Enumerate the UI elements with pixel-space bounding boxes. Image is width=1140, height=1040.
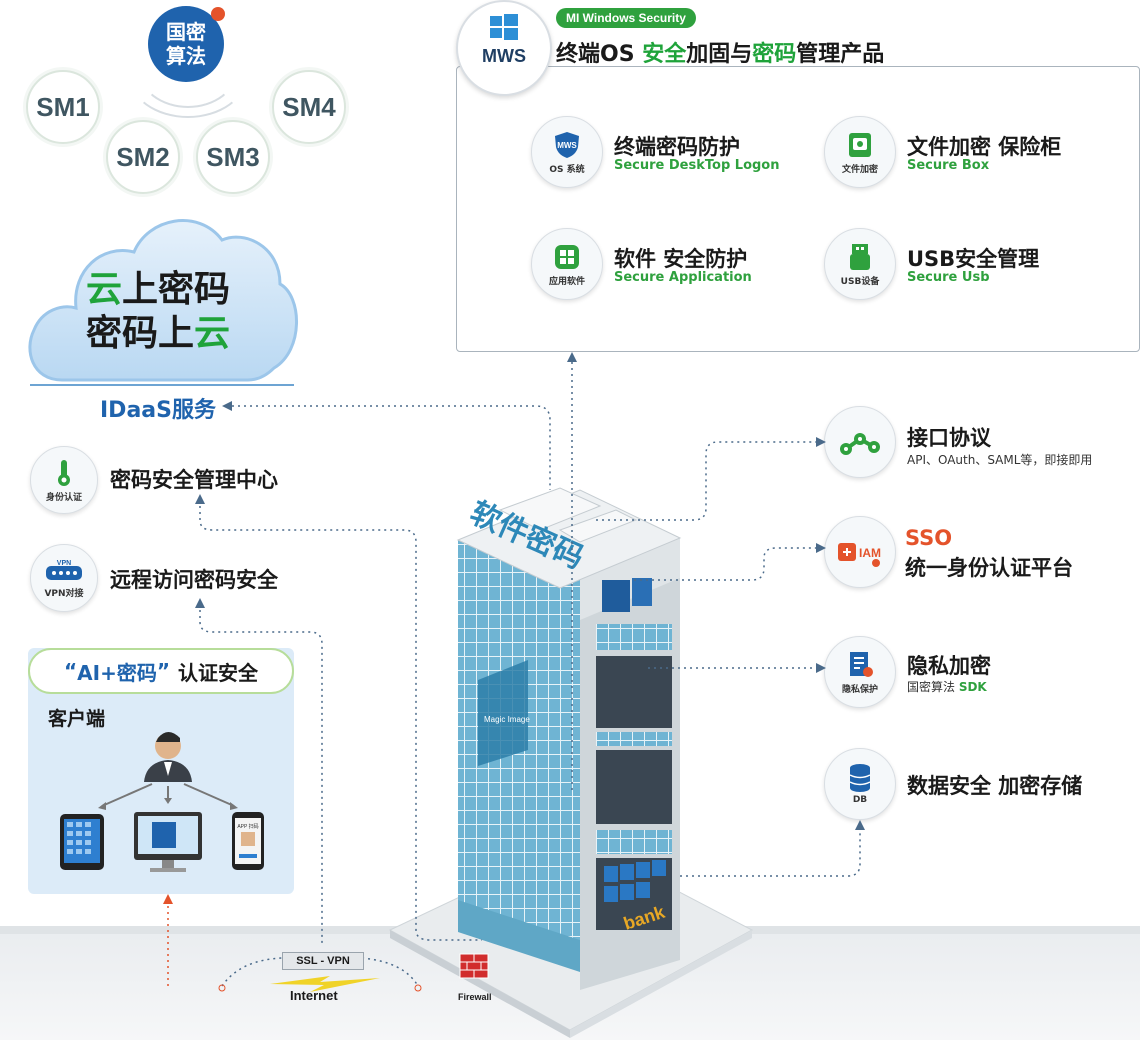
mws-product-panel [456, 66, 1140, 352]
thermometer-key-icon [58, 459, 70, 486]
cloud-line1-a: 云 [86, 269, 123, 310]
signal-wave [128, 30, 248, 118]
privacy-caption: 隐私保护 [841, 684, 878, 695]
interface-protocol-label: 接口协议 [907, 426, 991, 450]
remote-access-security: 远程访问密码安全 [110, 568, 278, 592]
client-devices-illustration: APP 扫码 [60, 732, 264, 872]
office-tower-illustration: 软件密码 Magic Image bank [388, 487, 754, 1038]
iam-icon: IAM [838, 543, 881, 567]
mws-pill: MI Windows Security [556, 8, 696, 28]
firewall-label: Firewall [458, 992, 492, 1002]
database-icon [849, 764, 871, 792]
app-shield-icon [555, 244, 579, 269]
sso-badge: IAM [824, 516, 896, 588]
server-rack-icon [602, 580, 630, 612]
mws-item-secure-box: 文件加密 保险柜 [907, 135, 1062, 159]
privacy-desc-b: SDK [958, 680, 987, 694]
password-mgmt-center: 密码安全管理中心 [110, 468, 278, 492]
idaas-label: IDaaS服务 [100, 398, 216, 423]
db-caption: DB [852, 795, 868, 805]
mws-app-badge: 应用软件 [531, 228, 603, 300]
internet-label: Internet [290, 988, 338, 1003]
mws-item-desktop-logon-en: Secure DeskTop Logon [614, 158, 780, 173]
file-lock-icon [849, 132, 871, 157]
mws-logo-text: MWS [482, 46, 526, 66]
db-badge: DB [824, 748, 896, 820]
mws-item-secure-usb-en: Secure Usb [907, 270, 990, 285]
ai-quote-open: “ [64, 659, 78, 683]
mws-title-b: 安全 [642, 42, 687, 67]
mws-shield-text: MWS [557, 141, 577, 150]
usb-icon [850, 243, 870, 270]
privacy-badge: 隐私保护 [824, 636, 896, 708]
mws-file-caption: 文件加密 [841, 164, 878, 175]
mws-title-e: 管理产品 [796, 42, 885, 67]
firewall-icon [459, 953, 489, 979]
mws-item-secure-app: 软件 安全防护 [614, 247, 748, 271]
mws-title: 终端OS 安全加固与密码管理产品 [556, 36, 884, 68]
mws-file-badge: 文件加密 [824, 116, 896, 188]
emblem-icon [211, 7, 225, 21]
algorithm-sm2: SM2 [106, 120, 180, 194]
vpn-router-icon: VPN [46, 560, 82, 580]
mws-usb-caption: USB设备 [840, 276, 880, 287]
vpn-caption: VPN对接 [44, 588, 84, 599]
seal-line-1: 国密 [166, 20, 206, 44]
mws-title-c: 加固与 [686, 42, 753, 67]
mws-title-a: 终端OS [556, 42, 643, 67]
vpn-badge: VPN VPN对接 [30, 544, 98, 612]
link-nodes-icon [840, 433, 880, 455]
api-badge [824, 406, 896, 478]
cloud-line1-b: 上密码 [122, 269, 231, 310]
idaas-service: IDaaS服务 [30, 384, 294, 423]
mws-os-badge: MWS OS 系统 [531, 116, 603, 188]
privacy-encrypt-label: 隐私加密 [907, 654, 991, 678]
identity-auth-badge: 身份认证 [30, 446, 98, 514]
identity-auth-caption: 身份认证 [45, 492, 82, 503]
ai-quote-close: ” [156, 659, 170, 683]
guomi-seal: 国密算法 [148, 6, 224, 82]
ai-rest: 认证安全 [178, 660, 258, 685]
lightning-icon [270, 976, 380, 992]
signal-wave [138, 30, 238, 108]
mws-usb-badge: USB设备 [824, 228, 896, 300]
mws-item-desktop-logon: 终端密码防护 [614, 135, 740, 159]
cloud-slogan: 云上密码 密码上云 [86, 268, 256, 356]
algorithm-sm1: SM1 [26, 70, 100, 144]
tower-brand: Magic Image [484, 715, 530, 724]
algorithm-sm3: SM3 [196, 120, 270, 194]
privacy-desc-a: 国密算法 [907, 680, 959, 694]
mws-os-caption: OS 系统 [549, 164, 585, 175]
seal-line-2: 算法 [166, 44, 206, 68]
algorithm-sm4: SM4 [272, 70, 346, 144]
cloud-shape [28, 219, 298, 382]
mws-item-secure-app-en: Secure Application [614, 270, 752, 285]
windows-logo-icon: MWS [482, 14, 526, 66]
vpn-badge-text: VPN [57, 560, 71, 567]
mws-app-caption: 应用软件 [548, 276, 585, 287]
interface-protocol-desc: API、OAuth、SAML等，即接即用 [907, 453, 1093, 467]
ai-auth-pill: “AI+密码” 认证安全 [28, 648, 294, 694]
client-title: 客户端 [48, 708, 106, 730]
privacy-doc-icon [850, 651, 873, 677]
ai-bold: AI+密码 [77, 660, 157, 685]
cloud-line2-b: 云 [194, 313, 231, 354]
cloud-line2-a: 密码上 [86, 313, 195, 354]
mws-shield-icon: MWS [555, 131, 579, 158]
mws-logo-badge: MWS [456, 0, 552, 96]
mws-item-secure-usb: USB安全管理 [907, 247, 1040, 271]
mws-item-secure-box-en: Secure Box [907, 158, 990, 173]
mws-title-d: 密码 [752, 42, 797, 67]
data-security-label: 数据安全 加密存储 [907, 774, 1083, 798]
iam-icon-text: IAM [859, 546, 881, 560]
sso-platform-label: 统一身份认证平台 [905, 556, 1073, 580]
privacy-desc: 国密算法 SDK [907, 678, 987, 695]
ssl-vpn-tunnel: SSL - VPN [282, 952, 364, 970]
sso-title: SSO [905, 526, 953, 550]
phone-caption: APP 扫码 [237, 823, 258, 830]
